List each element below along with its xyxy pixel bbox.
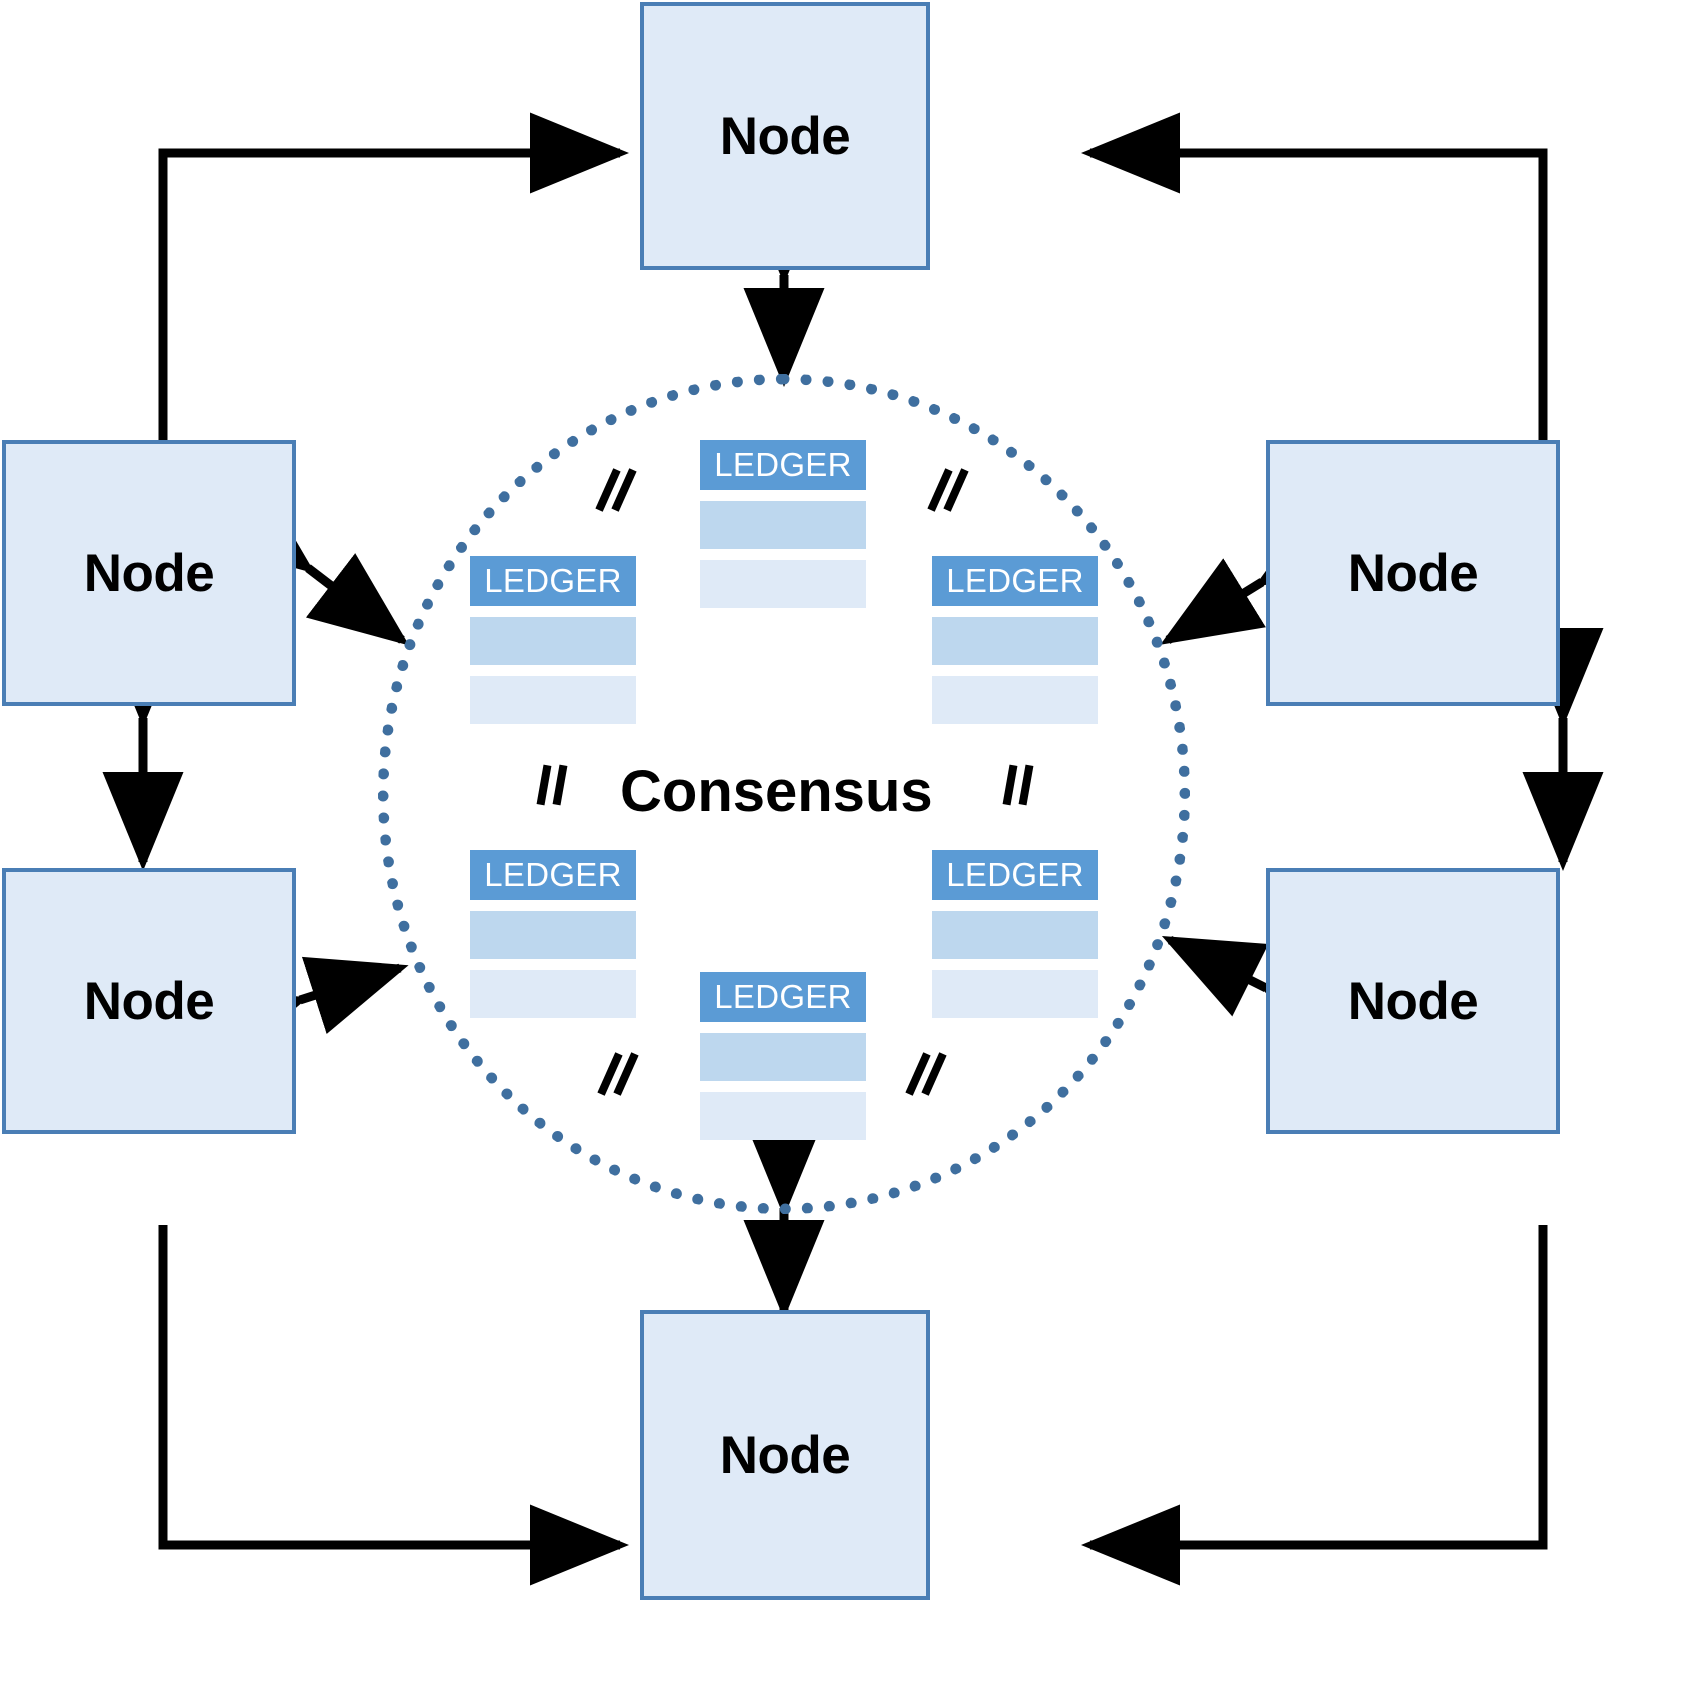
consensus-circle: [378, 374, 1190, 1214]
ledger-stack-upper-left[interactable]: LEDGER: [470, 556, 636, 724]
ledger-stack-lower-left[interactable]: LEDGER: [470, 850, 636, 1018]
node-label: Node: [83, 543, 215, 603]
ledger-row-low: [932, 970, 1098, 1018]
node-label: Node: [719, 1425, 851, 1485]
equals-icon-bottom-left: [597, 1052, 646, 1098]
node-box-top[interactable]: Node: [640, 2, 930, 270]
ledger-header: LEDGER: [470, 850, 636, 900]
ledger-stack-lower-right[interactable]: LEDGER: [932, 850, 1098, 1018]
ledger-stack-upper-right[interactable]: LEDGER: [932, 556, 1098, 724]
ledger-header: LEDGER: [932, 556, 1098, 606]
ledger-row-mid: [470, 911, 636, 959]
ledger-row-low: [470, 970, 636, 1018]
ledger-header: LEDGER: [470, 556, 636, 606]
node-label: Node: [1347, 971, 1479, 1031]
wire-left-upper-to-consensus: [211, 481, 410, 646]
consensus-label: Consensus: [620, 759, 933, 824]
wire-left-lower-to-bottom: [158, 1225, 629, 1586]
ledger-row-mid: [932, 617, 1098, 665]
node-box-left-upper[interactable]: Node: [2, 440, 296, 706]
equals-icon-top-left: [595, 468, 644, 514]
ledger-stack-top[interactable]: LEDGER: [700, 440, 866, 608]
wire-right-lower-to-consensus: [1161, 935, 1365, 1065]
ledger-row-low: [700, 560, 866, 608]
node-box-bottom[interactable]: Node: [640, 1310, 930, 1600]
node-box-right-lower[interactable]: Node: [1266, 868, 1560, 1134]
node-label: Node: [83, 971, 215, 1031]
ledger-header: LEDGER: [700, 440, 866, 490]
ledger-header: LEDGER: [700, 972, 866, 1022]
wire-right-upper-to-top: [1081, 112, 1548, 478]
ledger-row-low: [470, 676, 636, 724]
node-label: Node: [719, 106, 851, 166]
wire-left-lower-to-consensus: [201, 956, 409, 1067]
wire-right-upper-to-consensus: [1160, 500, 1360, 645]
equals-icon-mid-right: [1000, 764, 1046, 811]
ledger-row-low: [700, 1092, 866, 1140]
ledger-row-low: [932, 676, 1098, 724]
ledger-header: LEDGER: [932, 850, 1098, 900]
node-box-left-lower[interactable]: Node: [2, 868, 296, 1134]
wire-right-lower-to-bottom: [1081, 1225, 1548, 1586]
ledger-row-mid: [470, 617, 636, 665]
equals-icon-mid-left: [534, 764, 580, 811]
ledger-row-mid: [700, 501, 866, 549]
ledger-stack-bottom[interactable]: LEDGER: [700, 972, 866, 1140]
wire-left-upper-to-top: [158, 112, 629, 478]
ledger-row-mid: [932, 911, 1098, 959]
ledger-row-mid: [700, 1033, 866, 1081]
equals-icon-bottom-right: [905, 1052, 954, 1098]
node-box-right-upper[interactable]: Node: [1266, 440, 1560, 706]
equals-icon-top-right: [927, 468, 976, 514]
node-label: Node: [1347, 543, 1479, 603]
